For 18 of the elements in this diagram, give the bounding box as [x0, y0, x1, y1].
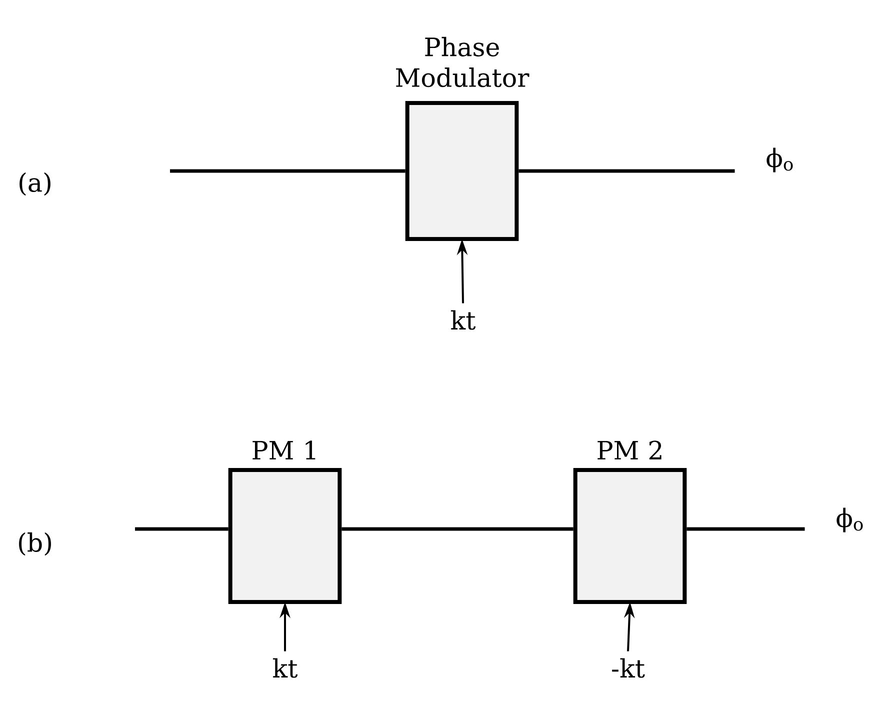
node-label: PM 2 [598, 440, 662, 460]
signal-label: -kt [612, 658, 645, 678]
modulator-box: PM 2 [573, 440, 687, 604]
panel-label: (a) [20, 172, 50, 196]
signal-line [342, 527, 574, 531]
modulator-box: PM 1 [228, 440, 342, 604]
panel-label: (b) [19, 532, 51, 556]
node-label: Phase Modulator [396, 36, 530, 88]
signal-line [518, 169, 735, 173]
node-label: PM 1 [252, 440, 316, 460]
signal-label: kt [450, 310, 476, 330]
modulator-box: Phase Modulator [396, 36, 530, 241]
signal-label: ϕ$_{o}$ [766, 148, 793, 172]
signal-line [686, 527, 805, 531]
signal-label: kt [272, 658, 298, 678]
signal-line [135, 527, 228, 531]
signal-line [170, 169, 406, 173]
signal-label: ϕ$_{o}$ [836, 508, 863, 532]
